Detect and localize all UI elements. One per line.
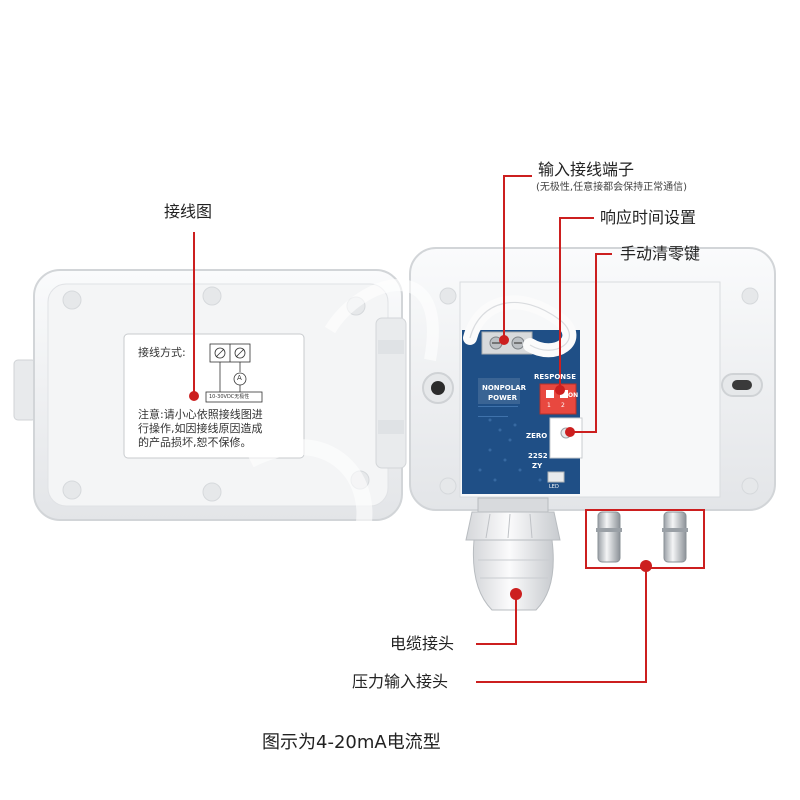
callout-response-time: 响应时间设置 [600, 208, 697, 227]
board-switch-pos-1: 1 [547, 402, 551, 409]
wiring-label-card [123, 333, 305, 459]
board-code-line-2: ZY [532, 462, 543, 470]
board-zero-label: ZERO [526, 432, 548, 440]
callout-input-terminal-note: (无极性,任意接都会保持正常通信) [536, 182, 687, 193]
callout-cable-connector: 电缆接头 [390, 634, 455, 653]
callout-lines [193, 175, 647, 683]
callout-input-terminal: 输入接线端子 [538, 160, 635, 179]
figure-caption: 图示为4-20mA电流型 [262, 732, 441, 753]
cable-gland [465, 497, 561, 611]
wiring-card-meter-symbol: A [237, 374, 242, 382]
callout-dots [189, 335, 652, 600]
callout-manual-zero: 手动清零键 [620, 244, 701, 263]
wiring-card-warning-line-1: 注意:请小心依照接线图进 [138, 408, 263, 421]
board-led-label: LED [549, 484, 559, 490]
wiring-card-warning-line-3: 的产品损坏,恕不保修。 [138, 436, 252, 449]
board-code-line-1: 22S2 [528, 452, 548, 460]
zero-button-module [547, 417, 583, 483]
pressure-nozzles [585, 509, 705, 569]
board-power-label-2: POWER [488, 394, 517, 402]
callout-pressure-connector: 压力输入接头 [352, 672, 449, 691]
watermark-shapes [246, 279, 439, 543]
callout-wiring-diagram: 接线图 [164, 202, 213, 221]
board-switch-on: ON [568, 392, 579, 399]
wiring-card-warning-line-2: 行操作,如因接线原因造成 [138, 422, 263, 435]
wiring-card-title: 接线方式: [138, 346, 186, 359]
wiring-card-supply-label: 10-30VDC无极性 [209, 394, 250, 400]
board-power-label-1: NONPOLAR [482, 384, 527, 392]
board-switch-pos-2: 2 [561, 402, 565, 409]
board-response-label: RESPONSE [534, 373, 576, 381]
